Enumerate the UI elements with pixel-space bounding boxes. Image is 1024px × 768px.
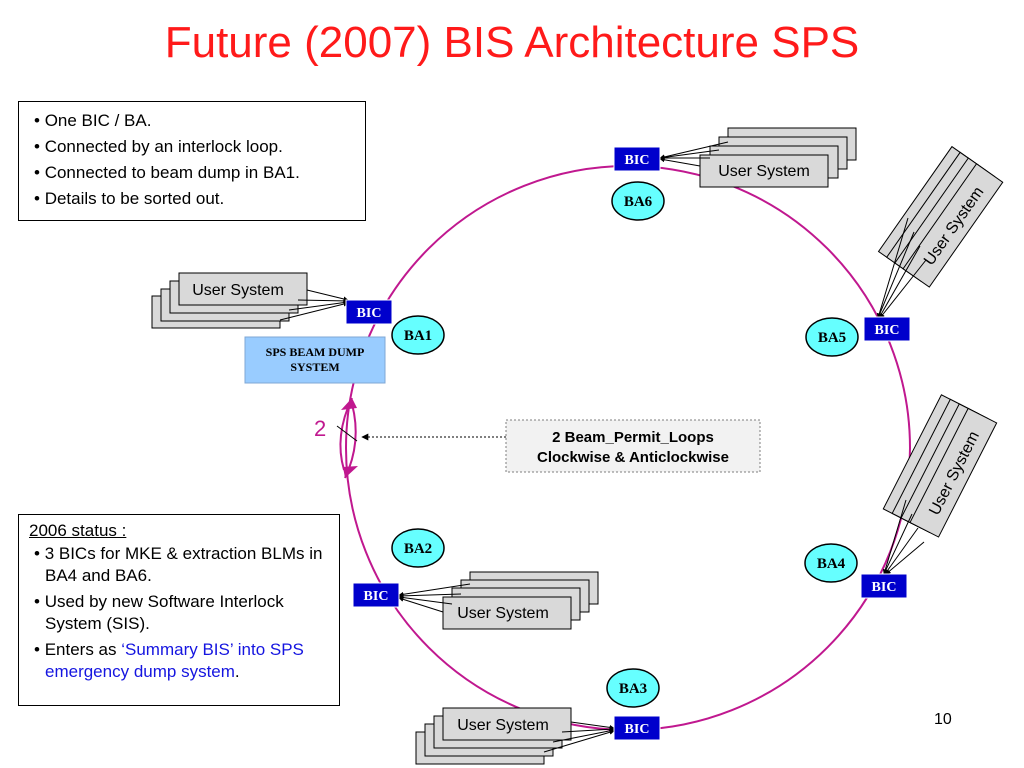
user-system-stack-ba3: User System xyxy=(415,707,615,765)
loop-count: 2 xyxy=(314,416,326,441)
status-title: 2006 status : xyxy=(29,521,127,540)
station-ba6: BA6 xyxy=(611,181,665,221)
status-item: Used by new Software Interlock System (S… xyxy=(29,591,339,635)
status-item-suffix: . xyxy=(234,662,240,681)
summary-item: Connected by an interlock loop. xyxy=(29,134,365,160)
status-box: 2006 status : 3 BICs for MKE & extractio… xyxy=(18,514,340,706)
user-system-stack-ba4: User System xyxy=(882,394,998,538)
user-system-stack-ba2: User System xyxy=(398,571,599,630)
station-label: BA4 xyxy=(817,556,846,572)
station-ba5: BA5 xyxy=(805,317,859,357)
user-system-label: User System xyxy=(457,605,549,622)
bic-ba4: BIC xyxy=(860,573,908,599)
bic-ba3: BIC xyxy=(613,715,661,741)
beam-permit-loops-box: 2 Beam_Permit_Loops Clockwise & Anticloc… xyxy=(505,419,761,473)
summary-item: One BIC / BA. xyxy=(29,108,365,134)
bic-label: BIC xyxy=(364,589,389,604)
station-label: BA2 xyxy=(404,541,432,557)
beam-dump-line1: SPS BEAM DUMP xyxy=(266,345,365,359)
station-ba4: BA4 xyxy=(804,543,858,583)
bic-label: BIC xyxy=(357,306,382,321)
bic-ba5: BIC xyxy=(863,316,911,342)
bic-ba1: BIC xyxy=(345,299,393,325)
slide-title: Future (2007) BIS Architecture SPS xyxy=(164,18,860,67)
station-label: BA3 xyxy=(619,681,647,697)
user-system-label: User System xyxy=(457,717,549,734)
user-system-stack-ba5: User System xyxy=(877,145,1004,288)
bic-ba6: BIC xyxy=(613,146,661,172)
user-system-stack-ba1: User System xyxy=(151,272,349,329)
page-number: 10 xyxy=(934,711,952,728)
bic-label: BIC xyxy=(625,153,650,168)
bic-label: BIC xyxy=(875,323,900,338)
user-system-arrows-ba5 xyxy=(876,217,927,319)
summary-box: One BIC / BA. Connected by an interlock … xyxy=(18,101,366,221)
station-label: BA1 xyxy=(404,328,432,344)
loop-direction-arrows xyxy=(336,397,358,479)
bic-label: BIC xyxy=(625,722,650,737)
user-system-stack-ba6: User System xyxy=(659,127,857,188)
user-system-label: User System xyxy=(192,282,284,299)
beam-dump-line2: SYSTEM xyxy=(290,360,339,374)
summary-item: Details to be sorted out. xyxy=(29,186,365,212)
station-ba1: BA1 xyxy=(391,315,445,355)
station-ba2: BA2 xyxy=(391,528,445,568)
status-item: 3 BICs for MKE & extraction BLMs in BA4 … xyxy=(29,543,339,587)
loops-label-line2: Clockwise & Anticlockwise xyxy=(537,449,729,466)
status-item: Enters as ‘Summary BIS’ into SPS emergen… xyxy=(29,639,339,683)
station-label: BA6 xyxy=(624,194,653,210)
station-label: BA5 xyxy=(818,330,846,346)
loops-label-line1: 2 Beam_Permit_Loops xyxy=(552,429,714,446)
sps-beam-dump-system: SPS BEAM DUMP SYSTEM xyxy=(244,336,386,384)
status-item-highlight: ‘Summary BIS’ into SPS emergency dump sy… xyxy=(45,640,304,681)
bic-label: BIC xyxy=(872,580,897,595)
user-system-arrows-ba4 xyxy=(882,499,925,575)
bic-ba2: BIC xyxy=(352,582,400,608)
status-item-prefix: Enters as xyxy=(44,640,122,659)
station-ba3: BA3 xyxy=(606,668,660,708)
summary-item: Connected to beam dump in BA1. xyxy=(29,160,365,186)
user-system-label: User System xyxy=(718,163,810,180)
